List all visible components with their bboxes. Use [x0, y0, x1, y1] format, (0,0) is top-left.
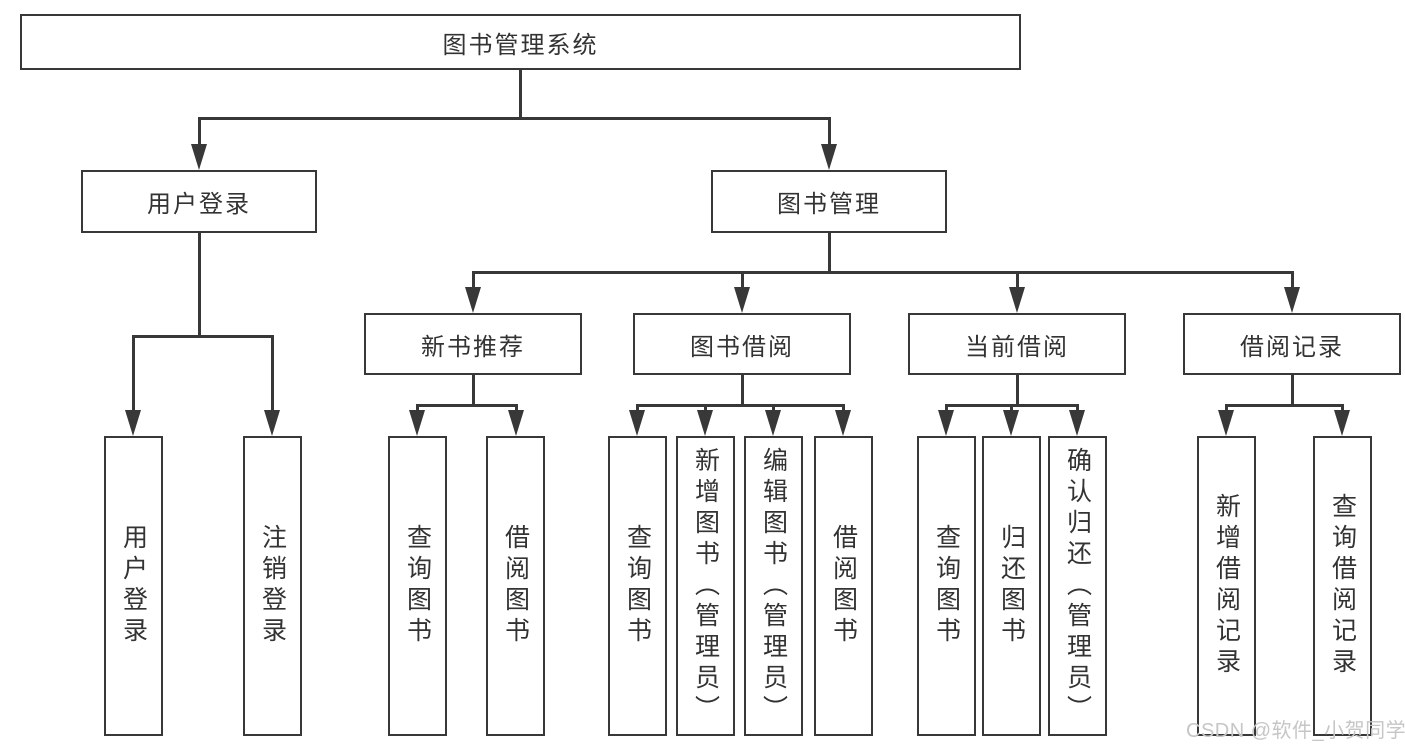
node-query-borrow-record: 查询借阅记录 [1313, 436, 1372, 736]
node-query-books-recommend: 查询图书 [388, 436, 447, 736]
node-query-books-current: 查询图书 [917, 436, 976, 736]
node-user-login: 用户登录 [81, 170, 317, 233]
connector-line [1341, 404, 1344, 414]
connector-line [515, 404, 518, 414]
node-label: 确认归还（管理员） [1063, 446, 1092, 726]
node-confirm-return-admin: 确认归还（管理员） [1048, 436, 1107, 736]
arrow-down-icon [409, 410, 425, 436]
arrow-down-icon [821, 144, 837, 170]
connector-line [945, 404, 948, 414]
connector-line [198, 117, 201, 149]
node-logout: 注销登录 [243, 436, 302, 736]
node-label: 图书管理系统 [442, 31, 599, 59]
connector-line [472, 271, 1294, 274]
arrow-down-icon [1218, 410, 1234, 436]
node-label: 新增图书（管理员） [691, 446, 720, 726]
node-new-book-recommendation: 新书推荐 [364, 313, 582, 375]
connector-line [416, 404, 518, 407]
connector-line [741, 374, 744, 407]
arrow-down-icon [629, 410, 645, 436]
connector-line [198, 117, 831, 120]
connector-line [1291, 271, 1294, 291]
arrow-down-icon [465, 287, 481, 313]
arrow-down-icon [191, 144, 207, 170]
arrow-down-icon [1009, 287, 1025, 313]
node-label: 查询图书 [403, 524, 432, 648]
node-query-books-borrowing: 查询图书 [608, 436, 667, 736]
arrow-down-icon [1069, 410, 1085, 436]
node-borrowing-records: 借阅记录 [1183, 313, 1401, 375]
arrow-down-icon [938, 410, 954, 436]
connector-line [1076, 404, 1079, 414]
node-label: 用户登录 [147, 191, 251, 218]
connector-line [472, 374, 475, 407]
node-return-books: 归还图书 [982, 436, 1041, 736]
node-book-borrowing: 图书借阅 [633, 313, 851, 375]
arrow-down-icon [734, 287, 750, 313]
arrow-down-icon [765, 410, 781, 436]
connector-line [1016, 374, 1019, 407]
arrow-down-icon [1334, 410, 1350, 436]
node-current-borrowing: 当前借阅 [908, 313, 1126, 375]
node-label: 查询图书 [623, 524, 652, 648]
connector-line [704, 404, 707, 414]
node-label: 当前借阅 [965, 333, 1069, 361]
node-borrow-books-recommend: 借阅图书 [486, 436, 545, 736]
arrow-down-icon [835, 410, 851, 436]
connector-line [636, 404, 845, 407]
connector-line [828, 117, 831, 149]
connector-line [1010, 404, 1013, 414]
node-user-login-leaf: 用户登录 [104, 436, 163, 736]
connector-line [1016, 271, 1019, 291]
connector-line [132, 335, 135, 415]
node-label: 查询借阅记录 [1328, 493, 1357, 679]
connector-line [842, 404, 845, 414]
node-label: 编辑图书（管理员） [759, 446, 788, 726]
connector-line [772, 404, 775, 414]
node-label: 借阅记录 [1240, 333, 1344, 361]
arrow-down-icon [264, 410, 280, 436]
watermark-text: CSDN @软件_小贺同学 [1186, 720, 1405, 742]
node-label: 图书管理 [777, 191, 881, 218]
node-edit-books-admin: 编辑图书（管理员） [744, 436, 803, 736]
arrow-down-icon [508, 410, 524, 436]
arrow-down-icon [1284, 287, 1300, 313]
node-label: 借阅图书 [501, 524, 530, 648]
node-label: 新增借阅记录 [1212, 493, 1241, 679]
connector-line [519, 68, 522, 118]
arrow-down-icon [1003, 410, 1019, 436]
connector-line [1225, 404, 1228, 414]
arrow-down-icon [697, 410, 713, 436]
node-library-management-system: 图书管理系统 [20, 14, 1021, 70]
node-borrow-books: 借阅图书 [814, 436, 873, 736]
connector-line [132, 335, 274, 338]
node-add-books-admin: 新增图书（管理员） [676, 436, 735, 736]
connector-line [1225, 404, 1344, 407]
connector-line [636, 404, 639, 414]
connector-line [828, 232, 831, 274]
connector-line [1291, 374, 1294, 407]
connector-line [741, 271, 744, 291]
connector-line [416, 404, 419, 414]
arrow-down-icon [125, 410, 141, 436]
node-label: 注销登录 [258, 524, 287, 648]
node-label: 借阅图书 [829, 524, 858, 648]
node-label: 查询图书 [932, 524, 961, 648]
node-label: 归还图书 [997, 524, 1026, 648]
node-book-management: 图书管理 [711, 170, 947, 233]
node-label: 用户登录 [119, 524, 148, 648]
connector-line [271, 335, 274, 415]
connector-line [198, 232, 201, 338]
node-add-borrow-record: 新增借阅记录 [1197, 436, 1256, 736]
node-label: 新书推荐 [421, 333, 525, 361]
connector-line [472, 271, 475, 291]
node-label: 图书借阅 [690, 333, 794, 361]
